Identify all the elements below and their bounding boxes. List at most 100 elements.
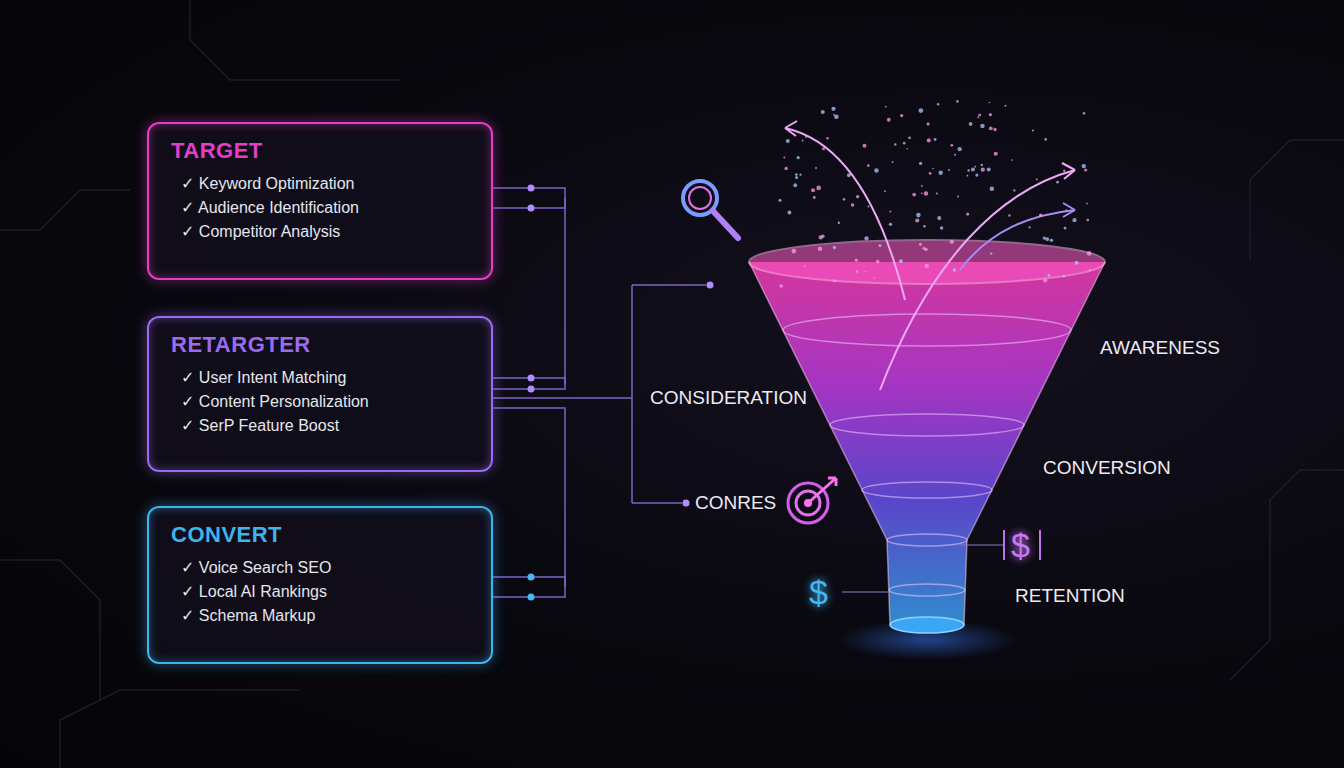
checklist-item: ✓ Keyword Optimization bbox=[171, 172, 473, 196]
particle bbox=[990, 187, 995, 192]
checklist-item: ✓ User Intent Matching bbox=[171, 366, 473, 390]
particle bbox=[906, 148, 908, 150]
particle bbox=[954, 154, 956, 156]
particle bbox=[873, 277, 875, 279]
particles bbox=[779, 100, 1092, 288]
particle bbox=[980, 124, 985, 129]
particle bbox=[1084, 169, 1087, 172]
feature-box: TARGET✓ Keyword Optimization✓ Audience I… bbox=[147, 122, 493, 280]
particle bbox=[1032, 129, 1034, 131]
particle bbox=[937, 216, 941, 220]
particle bbox=[989, 126, 993, 130]
particle bbox=[987, 168, 991, 172]
particle bbox=[1036, 178, 1038, 180]
particle bbox=[1086, 219, 1089, 222]
particle bbox=[793, 183, 797, 187]
particle bbox=[791, 249, 796, 254]
particle bbox=[851, 203, 855, 207]
funnel bbox=[749, 240, 1105, 633]
particle bbox=[1043, 278, 1047, 282]
particle bbox=[908, 136, 911, 139]
particle bbox=[816, 186, 821, 191]
checklist-item: ✓ Content Personalization bbox=[171, 390, 473, 414]
particle bbox=[838, 222, 840, 224]
particle bbox=[799, 174, 801, 176]
particle bbox=[967, 169, 970, 172]
particle bbox=[924, 264, 928, 268]
particle bbox=[1008, 214, 1010, 216]
particle bbox=[826, 137, 828, 139]
particle bbox=[833, 246, 836, 249]
particle bbox=[948, 169, 950, 171]
particle bbox=[795, 173, 798, 176]
particle bbox=[804, 265, 806, 267]
particle bbox=[990, 252, 992, 254]
particle bbox=[1089, 269, 1091, 271]
particle bbox=[889, 211, 891, 213]
particle bbox=[1083, 112, 1086, 115]
particle bbox=[900, 114, 903, 117]
particle bbox=[919, 162, 922, 165]
particle bbox=[915, 218, 919, 222]
particle bbox=[856, 270, 858, 272]
particle bbox=[971, 167, 975, 171]
particle bbox=[779, 199, 782, 202]
particle bbox=[1004, 105, 1006, 107]
particle bbox=[884, 190, 886, 192]
feature-box: RETARGTER✓ User Intent Matching✓ Content… bbox=[147, 316, 493, 472]
particle bbox=[1011, 159, 1013, 161]
target-icon bbox=[788, 478, 836, 523]
particle bbox=[860, 187, 862, 189]
feature-box: CONVERT✓ Voice Search SEO✓ Local AI Rank… bbox=[147, 506, 493, 664]
particle bbox=[922, 247, 925, 250]
particle bbox=[1045, 237, 1049, 241]
particle bbox=[899, 259, 903, 263]
particle bbox=[1029, 226, 1031, 228]
particle bbox=[1039, 213, 1042, 216]
particle bbox=[795, 176, 798, 179]
particle bbox=[950, 240, 954, 244]
particle bbox=[892, 161, 894, 163]
magnifier-icon bbox=[683, 181, 738, 238]
particle bbox=[1064, 227, 1067, 230]
checklist-item: ✓ Competitor Analysis bbox=[171, 220, 473, 244]
particle bbox=[855, 259, 858, 262]
particle bbox=[867, 164, 870, 167]
particle bbox=[885, 106, 887, 108]
particle bbox=[821, 110, 825, 114]
particle bbox=[787, 211, 791, 215]
particle bbox=[957, 196, 959, 198]
particle bbox=[929, 172, 932, 175]
particle bbox=[923, 225, 926, 228]
particle bbox=[921, 193, 923, 195]
particle bbox=[1086, 203, 1088, 205]
particle bbox=[956, 100, 959, 103]
particle bbox=[831, 107, 835, 111]
particle bbox=[958, 147, 962, 151]
particle bbox=[813, 196, 816, 199]
particle bbox=[977, 116, 979, 118]
particle bbox=[811, 188, 815, 192]
particle bbox=[993, 128, 996, 131]
particle bbox=[797, 156, 800, 159]
particle bbox=[894, 143, 896, 145]
stage-label: CONSIDERATION bbox=[650, 387, 807, 409]
particle bbox=[1050, 239, 1053, 242]
particle bbox=[921, 185, 923, 187]
particle bbox=[802, 139, 804, 141]
particle bbox=[916, 213, 921, 218]
particle bbox=[948, 260, 950, 262]
checklist-item: ✓ Voice Search SEO bbox=[171, 556, 473, 580]
particle bbox=[974, 166, 976, 168]
particle bbox=[1013, 189, 1015, 191]
particle bbox=[1072, 218, 1076, 222]
particle bbox=[940, 226, 943, 229]
checklist-item: ✓ Schema Markup bbox=[171, 604, 473, 628]
particle bbox=[1047, 274, 1050, 277]
particle bbox=[939, 171, 943, 175]
particle bbox=[969, 122, 973, 126]
particle bbox=[950, 144, 953, 147]
particle bbox=[978, 114, 981, 117]
box-heading: TARGET bbox=[171, 138, 473, 164]
